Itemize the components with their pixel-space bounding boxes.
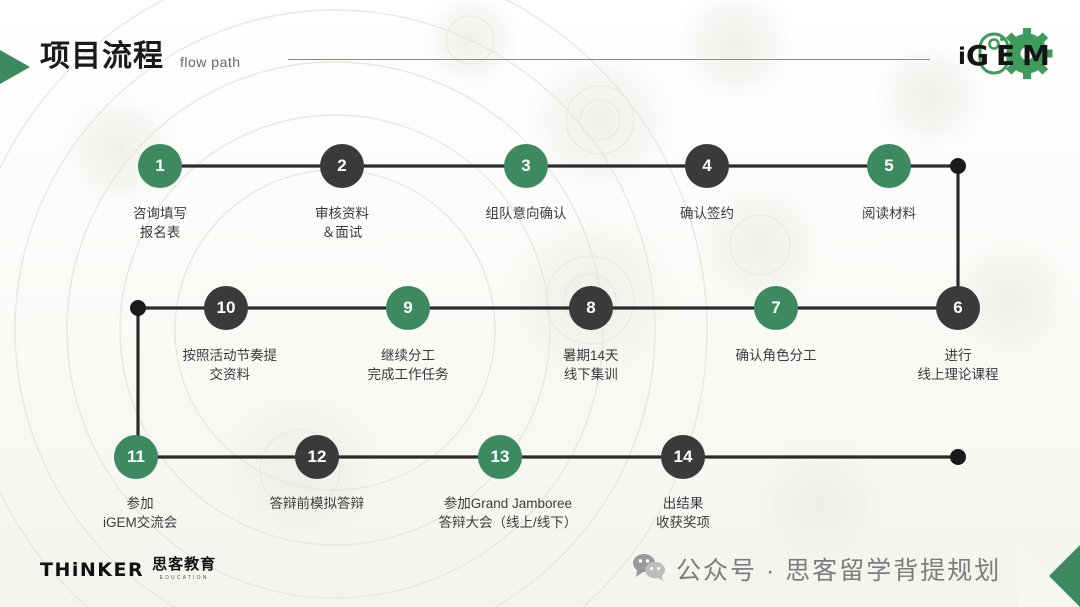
flow-node-number: 2 [337, 156, 347, 175]
connector-dots [130, 158, 966, 465]
corner-fold-sheet [1018, 545, 1080, 607]
flow-node-number: 4 [702, 156, 712, 175]
flow-node-number: 1 [155, 156, 165, 175]
flow-node-8[interactable]: 8 [569, 286, 613, 330]
svg-text:G: G [966, 39, 989, 72]
flow-node-label-line: 出结果 [662, 496, 704, 511]
wechat-icon-svg [633, 553, 665, 581]
flow-node-5[interactable]: 5 [867, 144, 911, 188]
flow-node-label-line: 进行 [944, 348, 972, 363]
page-header: 项目流程 flow path [0, 18, 1080, 84]
flow-node-label-3: 组队意向确认 [486, 204, 567, 223]
svg-text:E: E [996, 39, 1015, 72]
flow-node-number: 7 [771, 298, 781, 317]
flow-node-label-line: ＆面试 [321, 225, 363, 240]
flow-node-label-line: 确认签约 [680, 206, 734, 221]
flow-node-label-line: 咨询填写 [133, 206, 187, 221]
flow-node-label-line: 暑期14天 [563, 348, 619, 363]
flow-node-label-9: 继续分工完成工作任务 [368, 346, 449, 384]
flow-node-label-6: 进行线上理论课程 [918, 346, 999, 384]
flow-node-label-line: 线上理论课程 [917, 367, 999, 382]
flow-node-label-12: 答辩前模拟答辩 [270, 494, 365, 513]
flow-node-10[interactable]: 10 [204, 286, 248, 330]
flow-node-11[interactable]: 11 [114, 435, 158, 479]
flow-node-2[interactable]: 2 [320, 144, 364, 188]
flow-node-label-line: 答辩前模拟答辩 [269, 496, 365, 511]
thinker-cn-main: 思客教育 [152, 556, 217, 573]
flow-node-number: 3 [521, 156, 531, 175]
flow-node-label-line: 继续分工 [381, 348, 435, 363]
thinker-wordmark: THiNKER [40, 559, 145, 581]
flow-node-label-7: 确认角色分工 [736, 346, 817, 365]
flow-node-number: 6 [953, 298, 963, 317]
flow-node-label-4: 确认签约 [680, 204, 734, 223]
flow-node-label-line: 按照活动节奏提 [182, 348, 278, 363]
svg-text:i: i [958, 44, 966, 70]
flow-node-label-14: 出结果收获奖项 [656, 494, 710, 532]
header-divider [288, 59, 930, 60]
flow-node-label-line: iGEM交流会 [103, 515, 178, 530]
play-triangle-icon [0, 50, 30, 84]
flow-node-label-line: 报名表 [139, 225, 181, 240]
svg-text:M: M [1022, 39, 1050, 72]
flow-node-number: 10 [216, 298, 236, 317]
flow-node-number: 5 [884, 156, 894, 175]
flow-node-label-line: 阅读材料 [862, 206, 916, 221]
flow-node-label-line: 组队意向确认 [485, 206, 567, 221]
flow-node-number: 11 [127, 447, 145, 466]
wechat-label: 公众号 · 思客留学背提规划 [676, 557, 1002, 585]
flow-node-label-line: 确认角色分工 [735, 348, 817, 363]
wechat-icon [632, 553, 666, 586]
igem-logo: i G E M [952, 26, 1062, 81]
flow-node-label-line: 参加Grand Jamboree [443, 496, 573, 511]
flow-node-12[interactable]: 12 [295, 435, 339, 479]
flow-node-13[interactable]: 13 [478, 435, 522, 479]
flow-node-label-line: 参加 [126, 496, 154, 511]
igem-logo-svg: i G E M [958, 28, 1053, 79]
flow-node-4[interactable]: 4 [685, 144, 729, 188]
flow-node-14[interactable]: 14 [661, 435, 705, 479]
flow-node-number: 14 [673, 447, 693, 466]
flow-node-label-10: 按照活动节奏提交资料 [183, 346, 278, 384]
flow-node-label-13: 参加Grand Jamboree 答辩大会（线上/线下） [439, 494, 578, 532]
flow-node-label-line: 审核资料 [315, 206, 369, 221]
flow-node-9[interactable]: 9 [386, 286, 430, 330]
flow-node-1[interactable]: 1 [138, 144, 182, 188]
thinker-cn-sub: EDUCATION [159, 575, 209, 581]
flow-node-label-1: 咨询填写报名表 [133, 204, 187, 242]
flow-node-label-8: 暑期14天线下集训 [563, 346, 619, 384]
page-subtitle: flow path [180, 54, 241, 70]
thinker-chinese-name: 思客教育 EDUCATION [152, 553, 216, 581]
flow-node-6[interactable]: 6 [936, 286, 980, 330]
flow-node-label-line: 完成工作任务 [367, 367, 449, 382]
flow-node-7[interactable]: 7 [754, 286, 798, 330]
thinker-logo: THiNKER 思客教育 EDUCATION [40, 553, 216, 581]
flow-node-label-line: 收获奖项 [656, 515, 710, 530]
flow-node-number: 13 [490, 447, 510, 466]
bacterium-icon [978, 32, 1010, 75]
flow-node-label-line: 线下集训 [563, 367, 618, 382]
flow-node-number: 9 [403, 298, 413, 317]
flow-node-number: 12 [307, 447, 327, 466]
wechat-footer: 公众号 · 思客留学背提规划 [632, 551, 1001, 587]
flow-node-label-11: 参加 iGEM交流会 [103, 494, 177, 532]
flow-node-label-2: 审核资料 ＆面试 [315, 204, 369, 242]
flow-node-label-line: 答辩大会（线上/线下） [438, 515, 578, 530]
page-title: 项目流程 [40, 40, 164, 73]
flow-node-3[interactable]: 3 [504, 144, 548, 188]
flow-node-number: 8 [586, 298, 596, 317]
flow-node-label-5: 阅读材料 [862, 204, 916, 223]
flow-node-label-line: 交资料 [209, 367, 251, 382]
